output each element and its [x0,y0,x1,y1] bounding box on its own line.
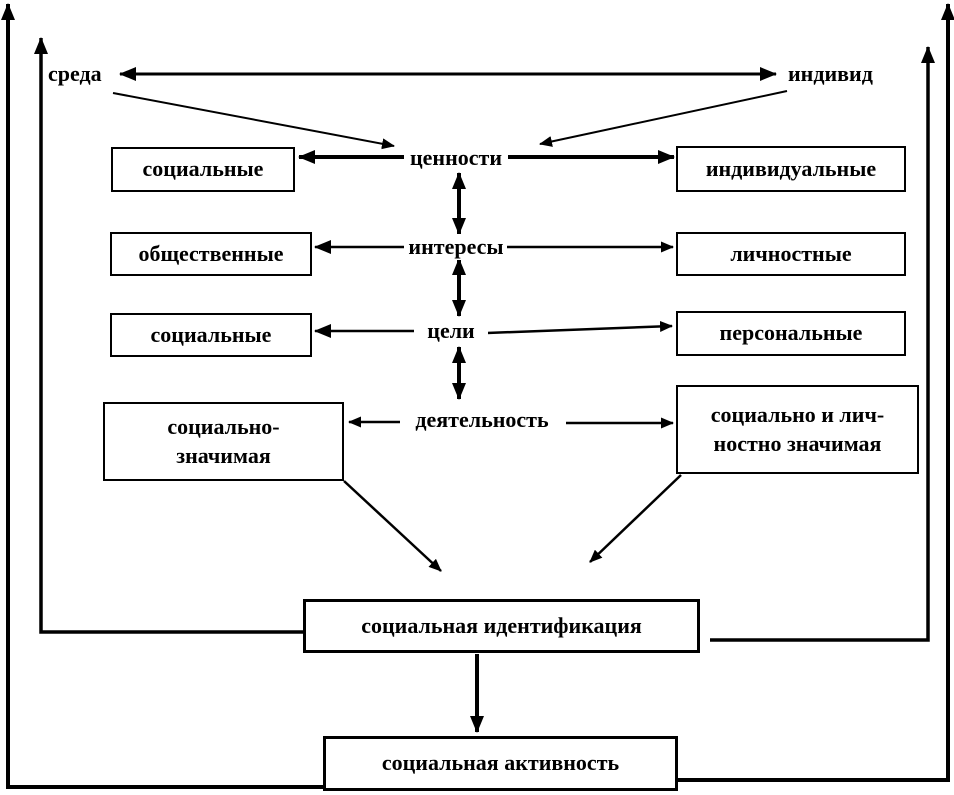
box-goals-personal: персональные [676,311,906,356]
box-activity-personal-line1: социально и лич- [710,401,885,427]
box-values-social: социальные [111,147,295,192]
box-social-activity: социальная активность [323,736,678,791]
box-activity-social: социально- значимая [103,402,344,481]
box-interests-public: общественные [110,232,312,276]
box-values-individual-label: индивидуальные [705,155,877,181]
box-social-identification-label: социальная идентификация [361,612,642,638]
box-activity-social-line1: социально- [167,413,280,439]
label-goals: цели [414,318,488,344]
box-values-social-label: социальные [142,156,264,182]
box-interests-public-label: общественные [138,240,284,266]
label-activity: деятельность [400,407,564,433]
box-interests-personal-label: личностные [730,240,852,266]
box-activity-personal-line2: ностно значимая [713,430,882,456]
arrow-personal-activity-identification [589,474,682,563]
label-environment: среда [48,61,102,87]
box-social-identification: социальная идентификация [303,599,700,653]
arrow-feedback-activity-left [0,3,323,789]
arrow-social-activity-identification [343,480,442,572]
box-interests-personal: личностные [676,232,906,276]
box-activity-personal: социально и лич- ностно значимая [676,385,919,474]
label-individual: индивид [788,61,873,87]
box-social-activity-label: социальная активность [381,750,620,776]
box-activity-social-line2: значимая [176,442,271,468]
box-goals-personal-label: персональные [719,320,863,346]
box-goals-social-label: социальные [150,321,272,347]
arrow-goals-personal [486,320,673,335]
box-goals-social: социальные [110,313,312,357]
box-values-individual: индивидуальные [676,146,906,192]
label-interests: интересы [405,234,507,260]
arrow-environment-values [112,92,395,150]
arrow-individual-values [539,90,788,147]
label-values: ценности [405,145,507,171]
